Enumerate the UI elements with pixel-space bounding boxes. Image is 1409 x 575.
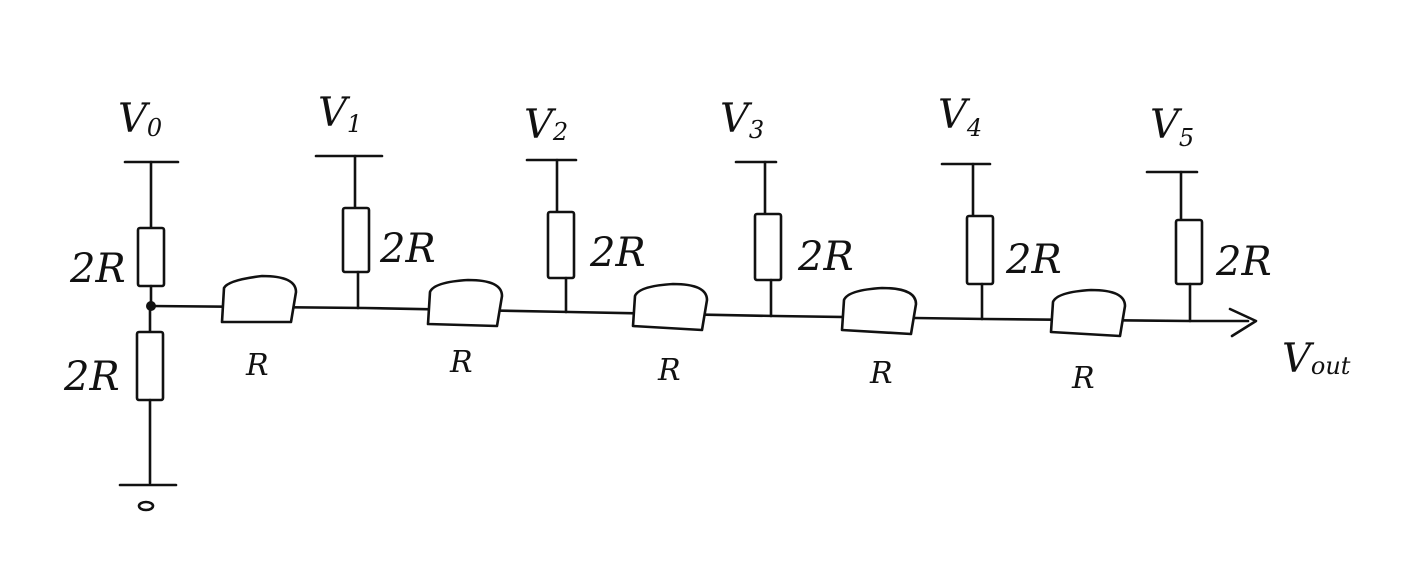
series-resistor-3 [840, 286, 918, 336]
series-label-0: R [245, 348, 269, 383]
ground-resistor [135, 330, 165, 402]
shunt-resistor-2 [546, 210, 576, 280]
input-voltage-label-0: V0 [118, 96, 162, 142]
input-voltage-label-3: V3 [720, 96, 764, 144]
input-voltage-label-4: V4 [938, 92, 982, 142]
ground-label: 0 [140, 496, 151, 517]
series-label-2: R [657, 353, 681, 388]
shunt-resistor-5 [1174, 218, 1204, 286]
series-label-3: R [869, 356, 893, 391]
ground-resistor-label: 2R [63, 354, 120, 400]
series-resistor-0 [220, 274, 298, 324]
input-voltage-label-2: V2 [524, 102, 568, 148]
shunt-label-0: 2R [69, 246, 126, 292]
shunt-resistor-3 [753, 212, 783, 282]
series-resistor-2 [631, 282, 709, 332]
shunt-resistor-0 [136, 226, 166, 288]
shunt-label-1: 2R [379, 226, 436, 272]
shunt-label-4: 2R [1005, 237, 1062, 283]
shunt-label-3: 2R [797, 234, 854, 280]
series-label-1: R [449, 345, 473, 380]
input-voltage-label-5: V5 [1150, 102, 1194, 152]
output-arrow-icon [1228, 307, 1258, 338]
shunt-label-2: 2R [589, 230, 646, 276]
shunt-resistor-1 [341, 206, 371, 274]
output-voltage-label: Vout [1282, 336, 1351, 382]
series-resistor-1 [426, 278, 504, 328]
shunt-label-5: 2R [1215, 239, 1272, 285]
series-resistor-4 [1049, 288, 1127, 338]
series-label-4: R [1071, 361, 1095, 396]
shunt-resistor-4 [965, 214, 995, 286]
input-voltage-label-1: V1 [318, 90, 362, 138]
ground-node [137, 500, 155, 512]
